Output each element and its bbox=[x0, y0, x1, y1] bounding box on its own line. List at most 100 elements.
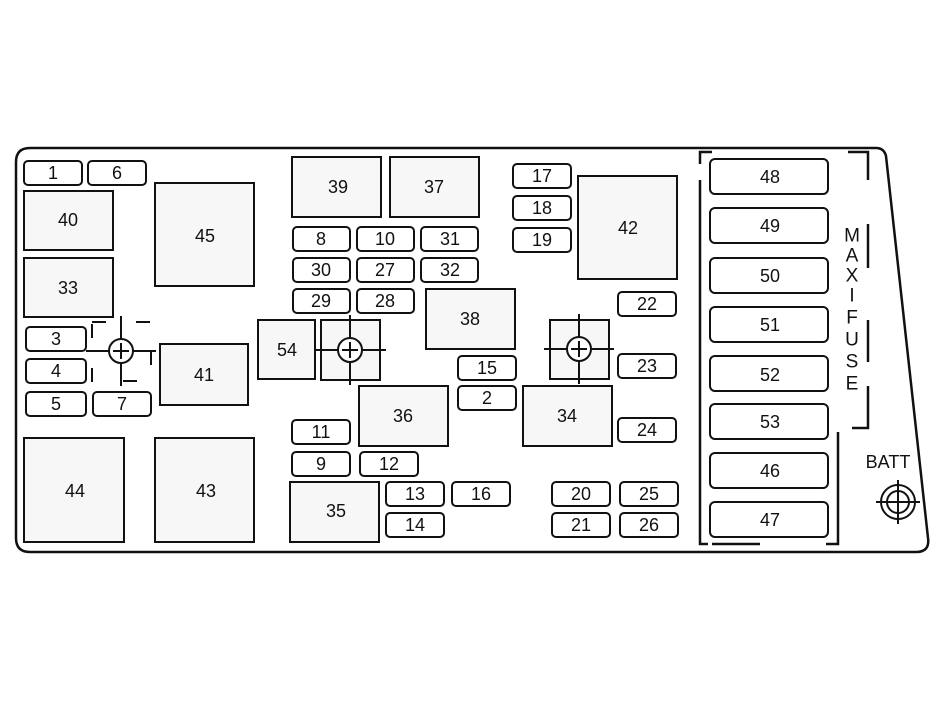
maxifuse-number: 49 bbox=[760, 216, 780, 236]
relay-36: 36 bbox=[358, 385, 449, 447]
relay-44: 44 bbox=[23, 437, 125, 543]
fuse-25: 25 bbox=[619, 481, 679, 507]
relay-label: 39 bbox=[328, 177, 348, 197]
fuse-label: 28 bbox=[375, 291, 395, 311]
maxifuse-number: 48 bbox=[760, 167, 780, 187]
maxi-fuse-bracket bbox=[698, 150, 870, 546]
fuse-label: 23 bbox=[637, 356, 657, 376]
fuse-label: 19 bbox=[532, 230, 552, 250]
fuse-32: 32 bbox=[420, 257, 479, 283]
relay-39: 39 bbox=[291, 156, 382, 218]
relay-34: 34 bbox=[522, 385, 613, 447]
fuse-label: 3 bbox=[51, 329, 61, 349]
fuse-31: 31 bbox=[420, 226, 479, 252]
fuse-30: 30 bbox=[292, 257, 351, 283]
fuse-label: 7 bbox=[117, 394, 127, 414]
fuse-label: 25 bbox=[639, 484, 659, 504]
fuse-label: 13 bbox=[405, 484, 425, 504]
maxifuse-number: 50 bbox=[760, 266, 780, 286]
relay-label: 35 bbox=[326, 501, 346, 521]
fuse-label: 16 bbox=[471, 484, 491, 504]
fuse-17: 17 bbox=[512, 163, 572, 189]
fuse-5: 5 bbox=[25, 391, 87, 417]
fuse-label: 5 bbox=[51, 394, 61, 414]
fuse-22: 22 bbox=[617, 291, 677, 317]
mounting-bolt-icon bbox=[316, 315, 386, 385]
relay-label: 42 bbox=[618, 218, 638, 238]
fuse-label: 9 bbox=[316, 454, 326, 474]
fuse-18: 18 bbox=[512, 195, 572, 221]
mounting-bolt-icon bbox=[86, 316, 156, 386]
fuse-23: 23 bbox=[617, 353, 677, 379]
maxifuse-51: 51 bbox=[709, 306, 829, 343]
fuse-label: 32 bbox=[440, 260, 460, 280]
relay-label: 44 bbox=[65, 481, 85, 501]
relay-label: 37 bbox=[424, 177, 444, 197]
fuse-27: 27 bbox=[356, 257, 415, 283]
fuse-24: 24 bbox=[617, 417, 677, 443]
relay-label: 40 bbox=[58, 210, 78, 230]
fuse-label: 22 bbox=[637, 294, 657, 314]
maxifuse-letter: S bbox=[846, 352, 859, 373]
fuse-10: 10 bbox=[356, 226, 415, 252]
maxifuse-number: 47 bbox=[760, 510, 780, 530]
battery-terminal-icon bbox=[876, 480, 920, 524]
fuse-label: 10 bbox=[375, 229, 395, 249]
fuse-label: 17 bbox=[532, 166, 552, 186]
maxifuse-number: 53 bbox=[760, 412, 780, 432]
relay-45: 45 bbox=[154, 182, 255, 287]
maxifuse-53: 53 bbox=[709, 403, 829, 440]
fuse-11: 11 bbox=[291, 419, 351, 445]
fuse-13: 13 bbox=[385, 481, 445, 507]
fuse-label: 1 bbox=[48, 163, 58, 183]
fuse-label: 2 bbox=[482, 388, 492, 408]
fuse-label: 24 bbox=[637, 420, 657, 440]
fuse-label: 12 bbox=[379, 454, 399, 474]
relay-38: 38 bbox=[425, 288, 516, 350]
maxifuse-letter: I bbox=[849, 286, 854, 307]
maxifuse-letter: F bbox=[846, 308, 858, 329]
fuse-label: 11 bbox=[312, 422, 331, 442]
fuse-14: 14 bbox=[385, 512, 445, 538]
relay-label: 36 bbox=[393, 406, 413, 426]
relay-40: 40 bbox=[23, 190, 114, 251]
fuse-label: 31 bbox=[440, 229, 460, 249]
relay-33: 33 bbox=[23, 257, 114, 318]
fuse-label: 26 bbox=[639, 515, 659, 535]
maxifuse-49: 49 bbox=[709, 207, 829, 244]
maxifuse-46: 46 bbox=[709, 452, 829, 489]
fuse-9: 9 bbox=[291, 451, 351, 477]
maxifuse-letter: M bbox=[844, 226, 860, 247]
relay-label: 33 bbox=[58, 278, 78, 298]
fuse-label: 29 bbox=[311, 291, 331, 311]
relay-35: 35 bbox=[289, 481, 380, 543]
relay-label: 38 bbox=[460, 309, 480, 329]
relay-label: 41 bbox=[194, 365, 214, 385]
fuse-28: 28 bbox=[356, 288, 415, 314]
relay-54: 54 bbox=[257, 319, 316, 380]
fuse-7: 7 bbox=[92, 391, 152, 417]
fuse-19: 19 bbox=[512, 227, 572, 253]
fuse-6: 6 bbox=[87, 160, 147, 186]
fuse-12: 12 bbox=[359, 451, 419, 477]
fuse-label: 20 bbox=[571, 484, 591, 504]
fuse-3: 3 bbox=[25, 326, 87, 352]
relay-42: 42 bbox=[577, 175, 678, 280]
maxifuse-letter: E bbox=[846, 374, 859, 395]
relay-37: 37 bbox=[389, 156, 480, 218]
maxifuse-label: M A X I F U S E bbox=[844, 226, 860, 395]
fuse-1: 1 bbox=[23, 160, 83, 186]
maxifuse-number: 52 bbox=[760, 365, 780, 385]
relay-41: 41 bbox=[159, 343, 249, 406]
maxifuse-number: 51 bbox=[760, 315, 780, 335]
maxifuse-48: 48 bbox=[709, 158, 829, 195]
fuse-label: 8 bbox=[316, 229, 326, 249]
fuse-29: 29 bbox=[292, 288, 351, 314]
relay-43: 43 bbox=[154, 437, 255, 543]
maxifuse-50: 50 bbox=[709, 257, 829, 294]
maxifuse-letter: U bbox=[845, 330, 859, 351]
relay-label: 34 bbox=[557, 406, 577, 426]
fuse-15: 15 bbox=[457, 355, 517, 381]
relay-label: 45 bbox=[195, 226, 215, 246]
